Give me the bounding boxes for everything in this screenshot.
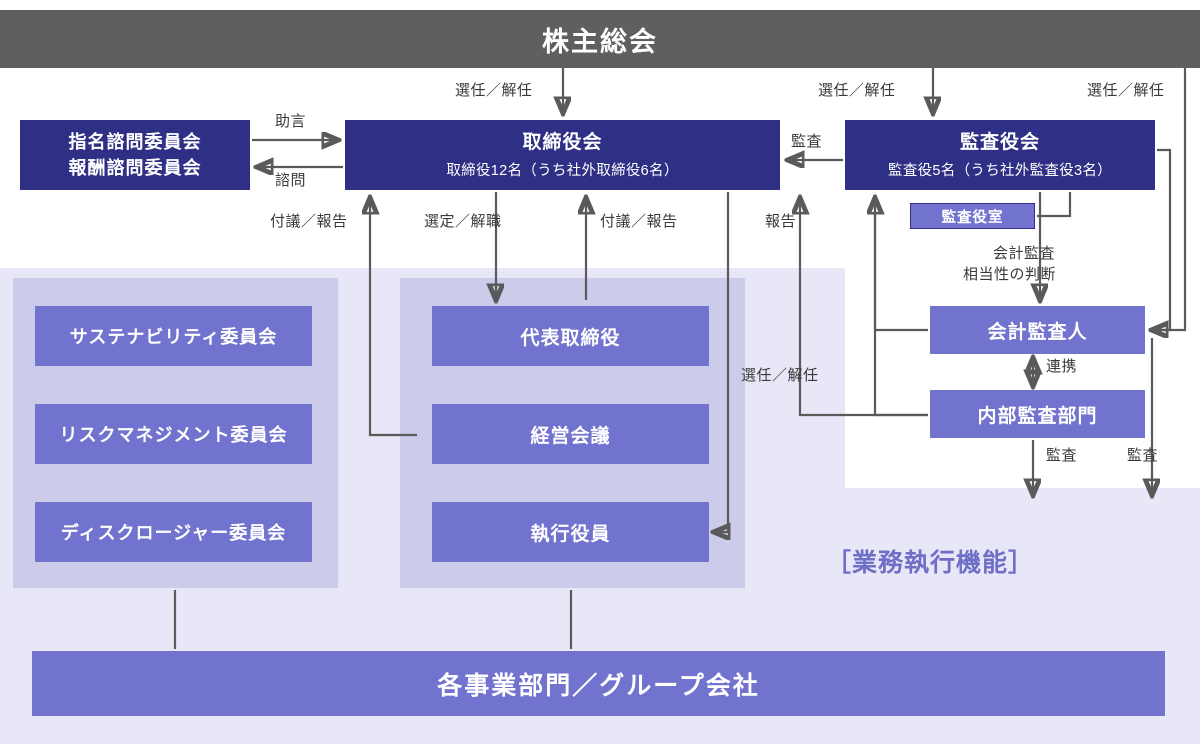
risk-management-committee-box[interactable]: リスクマネジメント委員会 <box>35 404 312 464</box>
nomination-committee-line1: 指名諮問委員会 <box>68 131 202 152</box>
edge-label-exec-board: 付議／報告 <box>600 213 678 230</box>
edge-label-internal-divisions: 監査 <box>1046 447 1078 464</box>
page-title: 株主総会 <box>542 26 658 57</box>
compensation-committee-line2: 報酬諮問委員会 <box>68 158 202 178</box>
edge-label-advice: 助言 <box>275 113 307 130</box>
board-of-directors-box[interactable]: 取締役会 取締役12名（うち社外取締役6名） <box>345 120 780 190</box>
audit-and-supervisory-board-box[interactable]: 監査役会 監査役5名（うち社外監査役3名） <box>845 120 1155 190</box>
edge-label-shareholders-auditor: 選任／解任 <box>1087 82 1165 99</box>
board-of-directors-subtitle: 取締役12名（うち社外取締役6名） <box>446 162 679 179</box>
edge-label-auditor-divisions: 監査 <box>1127 447 1159 464</box>
internal-audit-department-box[interactable]: 内部監査部門 <box>930 390 1145 438</box>
accounting-auditor-box[interactable]: 会計監査人 <box>930 306 1145 354</box>
audit-board-subtitle: 監査役5名（うち社外監査役3名） <box>888 162 1112 179</box>
disclosure-committee-box[interactable]: ディスクロージャー委員会 <box>35 502 312 562</box>
sustainability-committee-box[interactable]: サステナビリティ委員会 <box>35 306 312 366</box>
nomination-committee-label: 指名諮問委員会 報酬諮問委員会 <box>69 129 202 181</box>
shareholders-meeting-bar: 株主総会 <box>0 10 1200 68</box>
edge-label-shareholders-board: 選任／解任 <box>455 82 533 99</box>
link-kansayakushitsu-kansayakukai <box>1037 192 1072 218</box>
edge-label-shareholders-kansayakukai: 選任／解任 <box>818 82 896 99</box>
edge-label-select-dismiss: 選定／解職 <box>424 213 502 230</box>
audit-office-box[interactable]: 監査役室 <box>910 203 1035 229</box>
edge-label-consult: 諮問 <box>275 172 307 189</box>
edge-label-accounting-audit-1: 会計監査 <box>993 245 1056 262</box>
executive-officer-box[interactable]: 執行役員 <box>432 502 709 562</box>
edge-label-accounting-audit-2: 相当性の判断 <box>963 266 1057 283</box>
edge-label-audit-report: 報告 <box>765 213 797 230</box>
nomination-compensation-committee-box[interactable]: 指名諮問委員会 報酬諮問委員会 <box>20 120 250 190</box>
edge-label-kansayakukai-board: 監査 <box>791 133 823 150</box>
edge-label-committees-board: 付議／報告 <box>270 213 348 230</box>
business-divisions-box[interactable]: 各事業部門／グループ会社 <box>32 651 1165 716</box>
audit-board-title: 監査役会 <box>959 132 1040 154</box>
edge-label-board-executive: 選任／解任 <box>741 367 819 384</box>
execution-function-caption: ［業務執行機能］ <box>826 549 1035 577</box>
edge-label-cooperation: 連携 <box>1046 358 1078 375</box>
management-meeting-box[interactable]: 経営会議 <box>432 404 709 464</box>
board-of-directors-title: 取締役会 <box>522 132 603 154</box>
representative-director-box[interactable]: 代表取締役 <box>432 306 709 366</box>
